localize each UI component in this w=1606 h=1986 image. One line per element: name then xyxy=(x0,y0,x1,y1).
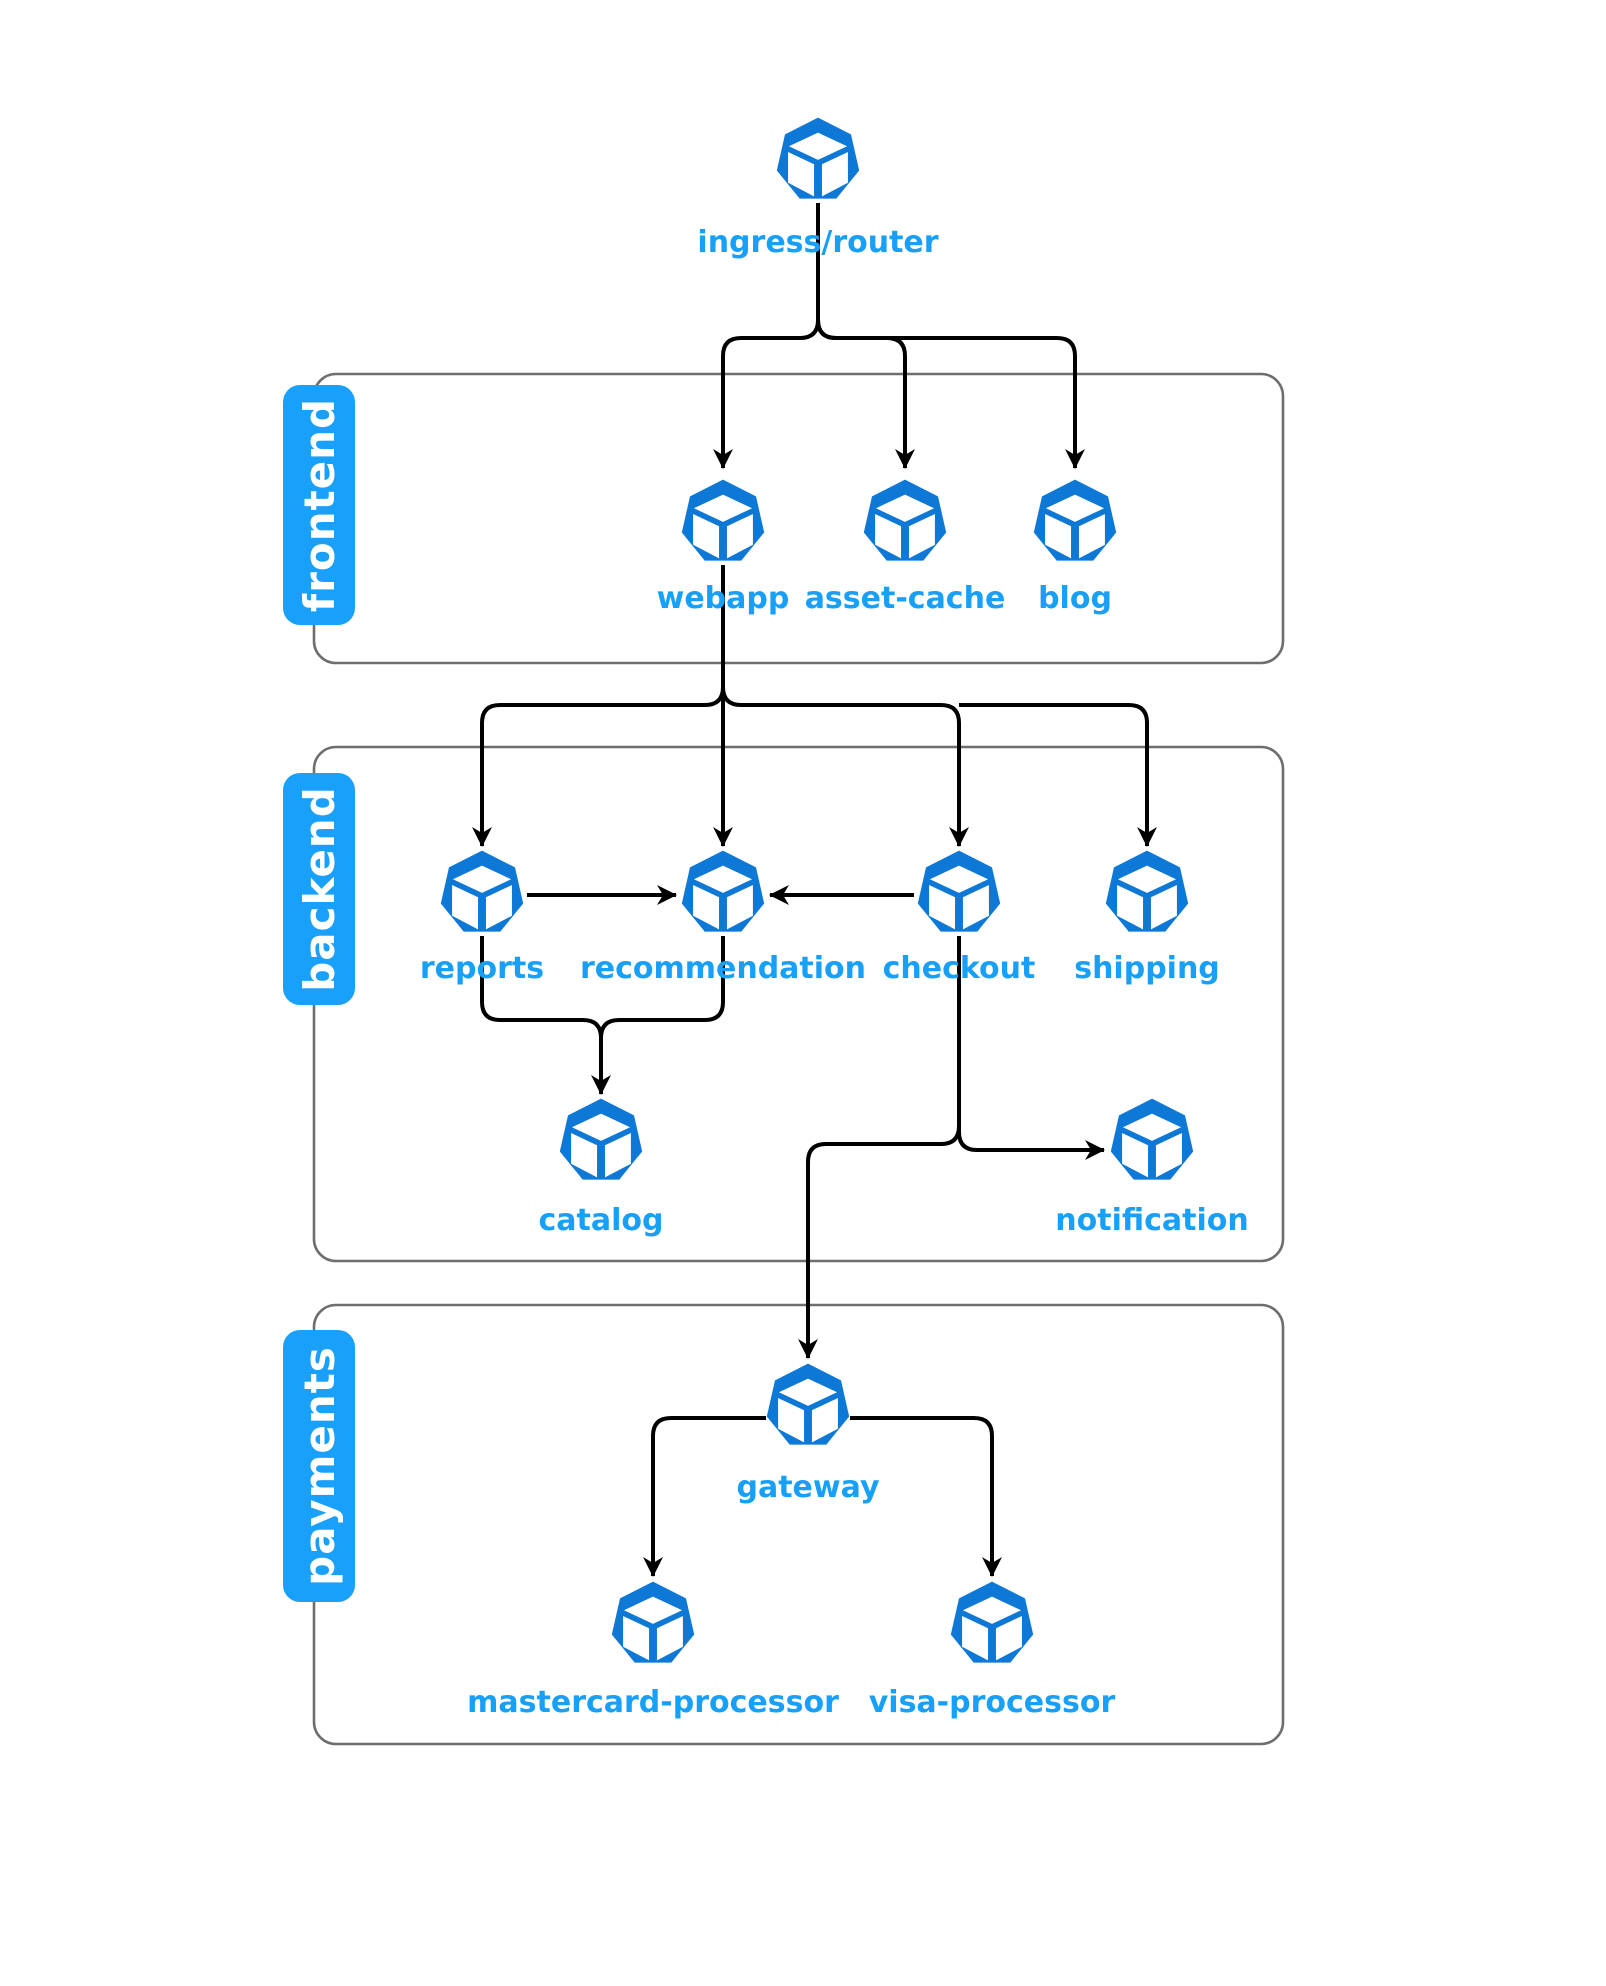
shipping-node-icon xyxy=(1105,850,1189,932)
recommendation-node-icon xyxy=(681,850,765,932)
asset-cache-node-icon xyxy=(863,479,947,561)
node-label-recommendation: recommendation xyxy=(580,951,866,986)
group-chip-backend: backend xyxy=(283,773,355,1005)
node-label-visa-processor: visa-processor xyxy=(869,1685,1116,1720)
node-label-catalog: catalog xyxy=(539,1203,664,1238)
gateway-node-icon xyxy=(766,1363,850,1445)
edge-webapp-to-shipping xyxy=(959,703,1157,847)
group-label-backend: backend xyxy=(295,786,344,992)
node-label-reports: reports xyxy=(420,951,544,986)
group-label-payments: payments xyxy=(295,1346,344,1586)
node-label-notification: notification xyxy=(1055,1203,1248,1238)
catalog-node-icon xyxy=(559,1098,643,1180)
group-chip-frontend: frontend xyxy=(283,385,355,625)
blog-node-icon xyxy=(1033,479,1117,561)
edge-webapp-to-reports xyxy=(472,686,725,847)
node-label-mastercard-processor: mastercard-processor xyxy=(467,1685,839,1720)
visa-processor-node-icon xyxy=(950,1581,1034,1663)
node-label-checkout: checkout xyxy=(883,951,1036,986)
edge-checkout-to-gateway xyxy=(798,1125,961,1359)
edge-ingress-to-blog xyxy=(816,203,1085,469)
node-label-shipping: shipping xyxy=(1074,951,1220,986)
group-box-backend xyxy=(312,745,1285,1263)
edge-recommendation-to-catalog xyxy=(599,936,725,1039)
edge-webapp-to-checkout xyxy=(721,686,969,847)
node-label-gateway: gateway xyxy=(737,1470,880,1505)
group-box-frontend xyxy=(312,372,1285,665)
reports-node-icon xyxy=(440,850,524,932)
checkout-node-icon xyxy=(917,850,1001,932)
group-label-frontend: frontend xyxy=(295,398,344,612)
edge-gateway-to-mastercard-processor xyxy=(643,1416,766,1577)
ingress-router-node-icon xyxy=(776,117,860,199)
webapp-node-icon xyxy=(681,479,765,561)
node-label-blog: blog xyxy=(1038,581,1112,616)
node-label-ingress-router: ingress/router xyxy=(697,225,938,260)
mastercard-processor-node-icon xyxy=(611,1581,695,1663)
node-label-asset-cache: asset-cache xyxy=(805,581,1006,616)
edge-gateway-to-visa-processor xyxy=(850,1416,1002,1577)
group-chip-payments: payments xyxy=(283,1330,355,1602)
node-label-webapp: webapp xyxy=(657,581,790,616)
notification-node-icon xyxy=(1110,1098,1194,1180)
